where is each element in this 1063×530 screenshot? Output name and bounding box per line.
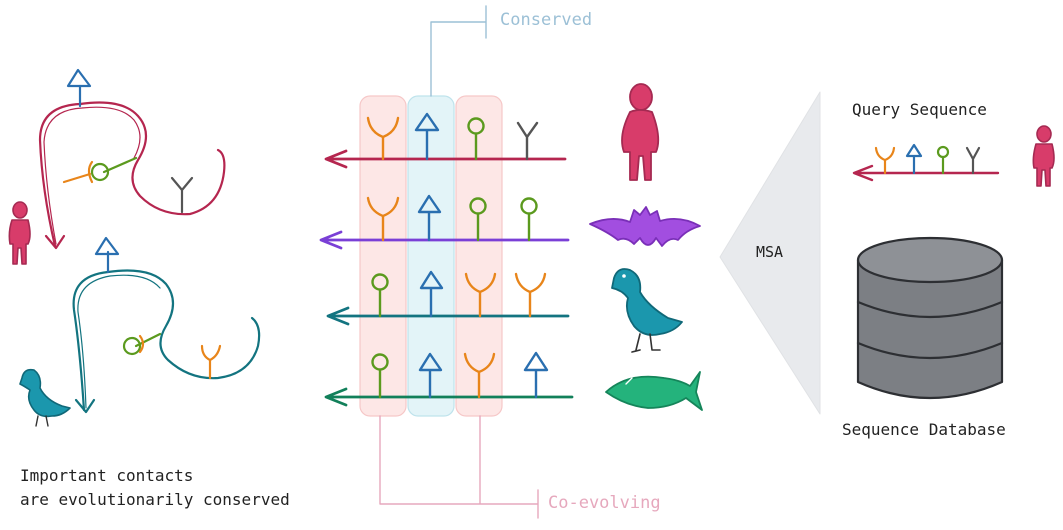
residue-y-orange xyxy=(464,272,497,318)
msa-wedge xyxy=(719,91,821,415)
column-highlight-coevolving-1 xyxy=(359,95,407,417)
residue-triangle-blue xyxy=(418,352,443,399)
conserved-bracket xyxy=(430,5,487,97)
residue-circle-lime xyxy=(936,145,950,175)
msa-row-bat xyxy=(319,194,570,250)
caption-line-2: are evolutionarily conserved xyxy=(20,490,290,509)
database-icon xyxy=(856,236,1004,400)
msa-row-human xyxy=(324,112,567,169)
human-icon xyxy=(8,201,31,265)
protein-fold-human xyxy=(38,68,226,250)
human-icon xyxy=(1032,125,1055,187)
coevolving-bracket xyxy=(379,415,539,519)
msa-label: MSA xyxy=(756,243,784,261)
residue-triangle-blue xyxy=(905,143,923,175)
column-highlight-coevolving-2 xyxy=(455,95,503,417)
sequence-arrow xyxy=(319,230,570,250)
residue-circle-lime xyxy=(371,273,389,318)
residue-y-orange xyxy=(366,116,400,161)
msa-row-bird xyxy=(326,270,570,326)
query-sequence-row xyxy=(852,143,1000,182)
residue-triangle-blue xyxy=(417,194,442,242)
bird-icon xyxy=(19,368,71,427)
residue-y-orange xyxy=(874,146,896,175)
query-sequence-arrow xyxy=(852,164,1000,182)
residue-y-orange xyxy=(514,272,547,318)
bird-icon xyxy=(611,268,683,353)
human-icon xyxy=(621,83,660,181)
sequence-arrow xyxy=(326,306,570,326)
fish-icon xyxy=(605,371,703,411)
residue-y-gray xyxy=(516,121,539,161)
caption-line-1: Important contacts xyxy=(20,466,194,485)
residue-circle-lime xyxy=(371,353,389,399)
residue-triangle-blue xyxy=(414,112,440,161)
residue-circle-lime xyxy=(469,197,487,242)
residue-y-orange xyxy=(366,196,400,242)
sequence-database-label: Sequence Database xyxy=(842,420,1006,439)
residue-triangle-blue xyxy=(419,270,444,318)
residue-circle-lime xyxy=(520,197,538,242)
bat-icon xyxy=(589,206,701,247)
residue-triangle-blue xyxy=(523,351,549,399)
msa-row-fish xyxy=(324,351,574,407)
coevolving-label: Co-evolving xyxy=(548,493,661,513)
query-sequence-label: Query Sequence xyxy=(852,100,987,119)
conserved-label: Conserved xyxy=(500,10,593,30)
sequence-arrow xyxy=(324,387,574,407)
residue-y-gray xyxy=(965,146,981,175)
residue-y-orange xyxy=(463,352,496,399)
protein-fold-bird xyxy=(72,236,261,414)
residue-circle-lime xyxy=(467,117,485,161)
caption: Important contacts are evolutionarily co… xyxy=(20,464,290,512)
column-highlight-conserved xyxy=(407,95,455,417)
